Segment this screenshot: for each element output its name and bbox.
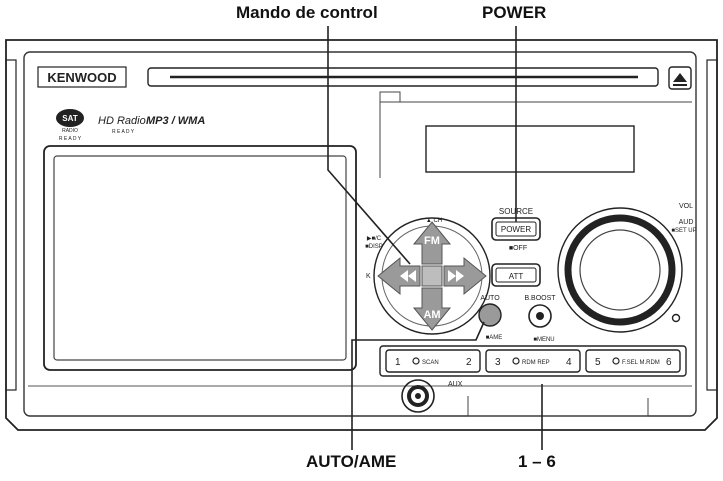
preset-button-3-4[interactable]: 3 RDM REP 4 [485,349,581,373]
callout-leaders [327,26,543,450]
control-knob-ring [373,217,491,335]
preset-buttons: 1 SCAN 2 3 RDM REP 4 5 F.SEL M.RDM 6 [385,349,681,373]
auto-label: AUTO [480,295,500,302]
sat-logo-ready: R E A D Y [59,136,82,142]
volume-knob-outer[interactable] [557,207,683,333]
lcd-display [425,125,635,173]
att-button-inner [495,267,537,283]
callout-power: POWER [482,3,547,22]
aud-label: AUD [679,219,694,226]
right-arrow [443,256,487,296]
am-label: AM [423,309,440,321]
preset-indicator-icon [512,357,520,365]
leader-auto-ame [351,321,485,450]
ch-label: ▲ CH [426,218,442,224]
att-button[interactable] [491,263,541,287]
power-button-label: POWER [501,225,531,234]
aux-label: AUX [448,381,463,388]
brand-logo-box [37,66,127,88]
control-knob-arrows [377,221,487,331]
off-label: ■OFF [509,245,527,252]
callout-presets: 1 – 6 [518,452,556,471]
sat-logo-sub: RADIO [62,128,78,134]
preset-button-frame [585,349,681,373]
preset-function-label: F.SEL M.RDM [622,360,660,366]
control-knob-center [421,265,443,287]
cursor-left-label: K [366,273,371,280]
preset-number-left: 1 [395,357,401,368]
preset-strip [379,345,687,377]
vol-label: VOL [679,203,693,210]
preset-indicator-icon [612,357,620,365]
bboost-button[interactable] [528,304,552,328]
monitor-screen [53,155,347,361]
callout-auto-ame: AUTO/AME [306,452,397,471]
att-button-label: ATT [509,272,524,281]
bboost-button-dot [536,312,544,320]
preset-number-left: 3 [495,357,501,368]
disc-slot [147,67,659,87]
bboost-label: B.BOOST [524,295,556,302]
preset-indicator-icon [412,357,420,365]
eject-icon-bar [673,84,687,86]
brand-logo: KENWOOD [47,70,116,85]
mp3-wma-logo: MP3 / WMA [146,115,205,127]
slot-tab [379,91,401,103]
aux-jack-outer[interactable] [401,379,435,413]
seek-back-icon [400,270,416,282]
release-slot [467,396,649,417]
disp-label-2: ■DISP [365,244,383,250]
preset-number-right: 4 [566,357,572,368]
sat-logo-text: SAT [62,114,78,123]
hd-radio-ready: R E A D Y [112,129,135,135]
faceplate [23,51,697,417]
eject-button[interactable] [668,66,692,90]
disp-label: ▶■/C [367,236,382,242]
preset-number-right: 6 [666,357,672,368]
preset-button-5-6[interactable]: 5 F.SEL M.RDM 6 [585,349,681,373]
preset-function-label: SCAN [422,360,439,366]
aux-jack-inner [407,385,429,407]
seek-forward-icon [448,270,464,282]
chassis-left-flange [5,59,17,391]
volume-knob-center [579,229,661,311]
fm-arrow [412,221,452,265]
monitor-frame [43,145,357,371]
setup-label: ■SET UP [671,228,696,234]
sat-radio-logo [56,109,84,127]
hd-radio-logo: HD Radio [98,115,146,127]
aux-jack-hole [415,393,421,399]
preset-function-label: RDM REP [522,360,550,366]
preset-number-right: 2 [466,357,472,368]
leader-control-knob [327,26,411,265]
am-arrow [412,287,452,331]
vol-indicator-icon [671,313,681,323]
chassis-right-flange [706,59,718,391]
left-arrow [377,256,421,296]
ame-label: ■AME [486,335,503,341]
callout-control-knob: Mando de control [236,3,378,22]
preset-button-frame [385,349,481,373]
chassis-outline [5,39,718,431]
menu-label: ■MENU [533,337,554,343]
auto-ame-button[interactable] [478,303,502,327]
preset-button-frame [485,349,581,373]
preset-button-1-2[interactable]: 1 SCAN 2 [385,349,481,373]
preset-number-left: 5 [595,357,601,368]
eject-icon [673,73,687,82]
fm-label: FM [424,235,440,247]
volume-knob-ring [564,214,676,326]
